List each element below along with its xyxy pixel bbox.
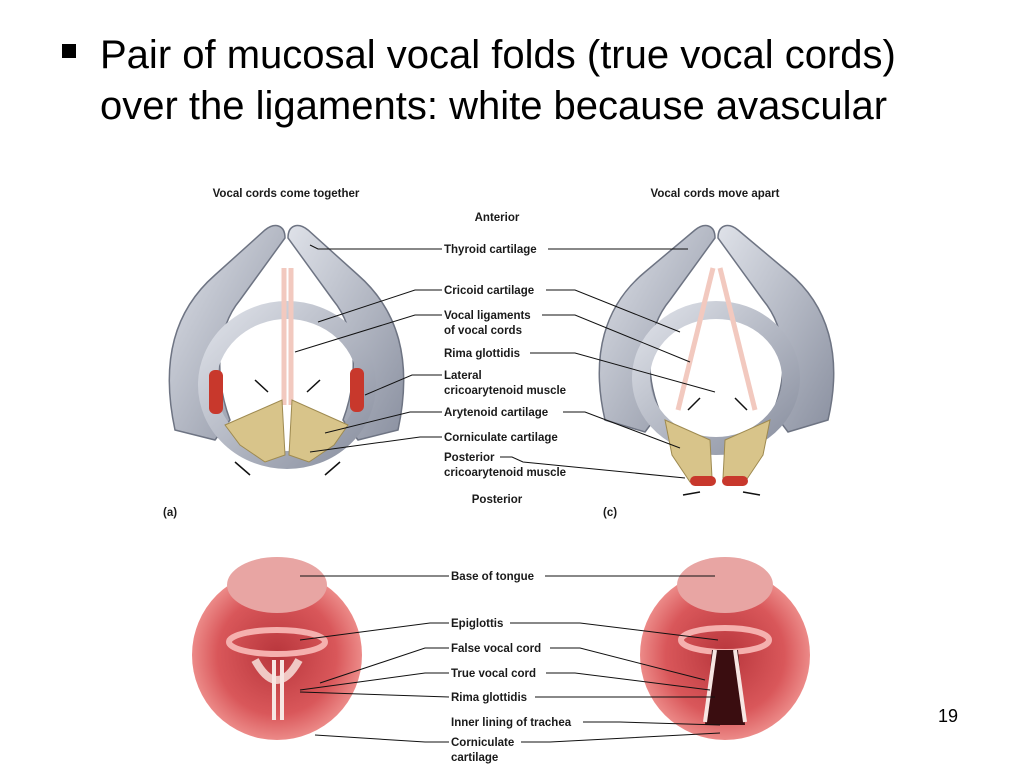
label-false-vocal-cord: False vocal cord xyxy=(451,643,541,655)
leader-epiglottis-left xyxy=(299,622,449,641)
arrow-out-left-icon-2 xyxy=(687,397,701,411)
leader-vocal-left xyxy=(294,314,442,353)
leader-rima-left xyxy=(299,691,450,698)
label-lateral-2: cricoarytenoid muscle xyxy=(444,385,566,397)
left-larynx-illustration xyxy=(168,224,405,476)
tongue-base-left xyxy=(227,557,327,613)
true-cord-left-a xyxy=(272,660,276,720)
leader-arytenoid-right xyxy=(563,411,681,449)
label-vocal-ligaments-2: of vocal cords xyxy=(444,325,522,337)
leader-false-right xyxy=(550,647,706,681)
label-posterior-2: cricoarytenoid muscle xyxy=(444,467,566,479)
arrow-in-left-icon xyxy=(254,379,269,393)
label-true-vocal-cord: True vocal cord xyxy=(451,668,536,680)
label-vocal-ligaments-1: Vocal ligaments xyxy=(444,310,531,322)
arytenoid-left-2 xyxy=(664,419,713,483)
leader-false-left xyxy=(319,647,449,684)
label-inner-lining: Inner lining of trachea xyxy=(451,717,572,729)
leader-true-left xyxy=(299,672,449,691)
right-title: Vocal cords move apart xyxy=(651,188,780,200)
posterior-muscle-left xyxy=(690,476,716,486)
arrow-in-right-icon xyxy=(306,379,321,393)
arrow-out-right-icon-2 xyxy=(734,397,748,411)
right-laryngoscope-view xyxy=(640,557,810,740)
leader-lining-right xyxy=(583,721,721,726)
cricoid-ring-2 xyxy=(632,301,800,455)
vocal-ligament-left-2 xyxy=(675,267,716,411)
label-posterior-1: Posterior xyxy=(444,452,495,464)
label-corniculate-2: cartilage xyxy=(451,752,498,764)
arytenoid-left xyxy=(224,399,286,463)
arytenoid-right-2 xyxy=(722,419,771,483)
cricoid-ring xyxy=(198,301,376,469)
label-epiglottis: Epiglottis xyxy=(451,618,503,630)
label-lateral-1: Lateral xyxy=(444,370,482,382)
label-thyroid-cartilage: Thyroid cartilage xyxy=(444,244,537,256)
upper-leader-lines xyxy=(294,244,716,479)
leader-thyroid-left xyxy=(309,244,442,250)
label-rima-glottidis-lower: Rima glottidis xyxy=(451,692,527,704)
posterior-label: Posterior xyxy=(472,494,523,506)
label-base-of-tongue: Base of tongue xyxy=(451,571,534,583)
arrow-out-right-icon xyxy=(324,461,341,476)
left-laryngoscope-view xyxy=(192,557,362,740)
label-corniculate-cartilage: Corniculate cartilage xyxy=(444,432,558,444)
left-title: Vocal cords come together xyxy=(213,188,360,200)
leader-posterior-right xyxy=(500,456,686,479)
lateral-muscle-left xyxy=(209,370,223,414)
leader-vocal-right xyxy=(542,314,691,363)
false-cord-left xyxy=(251,657,303,684)
leader-arytenoid-left xyxy=(324,411,442,434)
true-cord-right-a xyxy=(703,649,717,723)
label-rima-glottidis: Rima glottidis xyxy=(444,348,520,360)
leader-corniculate-left-lower xyxy=(314,734,449,743)
panel-a-label: (a) xyxy=(163,507,177,519)
leader-rima-right xyxy=(530,352,716,393)
true-cord-left-b xyxy=(280,660,284,720)
leader-cricoid-left xyxy=(317,289,442,323)
lateral-muscle-right xyxy=(350,368,364,412)
true-cord-right-b xyxy=(733,649,747,723)
arrow-in-left-icon-2 xyxy=(682,491,701,496)
leader-corniculate-right-lower xyxy=(521,732,721,743)
label-arytenoid-cartilage: Arytenoid cartilage xyxy=(444,407,548,419)
lower-leader-lines xyxy=(299,575,721,743)
vocal-ligament-right-2 xyxy=(717,267,758,411)
epiglottis-left xyxy=(226,627,328,657)
leader-corniculate-left xyxy=(309,436,442,453)
leader-cricoid-right xyxy=(546,289,681,333)
arytenoid-right xyxy=(288,399,349,463)
panel-c-label: (c) xyxy=(603,507,617,519)
upper-labels: Thyroid cartilage Cricoid cartilage Voca… xyxy=(444,244,566,479)
leader-lateral-left xyxy=(364,374,442,396)
leader-epiglottis-right xyxy=(510,622,719,641)
label-cricoid-cartilage: Cricoid cartilage xyxy=(444,285,534,297)
leader-true-right xyxy=(546,672,711,691)
lower-labels: Base of tongue Epiglottis False vocal co… xyxy=(451,571,572,764)
bullet-text: Pair of mucosal vocal folds (true vocal … xyxy=(100,33,896,128)
rima-glottidis-right xyxy=(705,650,745,725)
arrow-out-left-icon xyxy=(234,461,251,476)
page-number: 19 xyxy=(938,706,959,726)
arrow-in-right-icon-2 xyxy=(742,491,761,496)
airway-opening-2 xyxy=(658,326,774,430)
label-corniculate-1: Corniculate xyxy=(451,737,514,749)
right-larynx-illustration xyxy=(598,224,835,496)
posterior-muscle-right xyxy=(722,476,748,486)
tongue-base-right xyxy=(677,557,773,613)
square-bullet-icon xyxy=(62,44,76,58)
anterior-label: Anterior xyxy=(475,212,520,224)
